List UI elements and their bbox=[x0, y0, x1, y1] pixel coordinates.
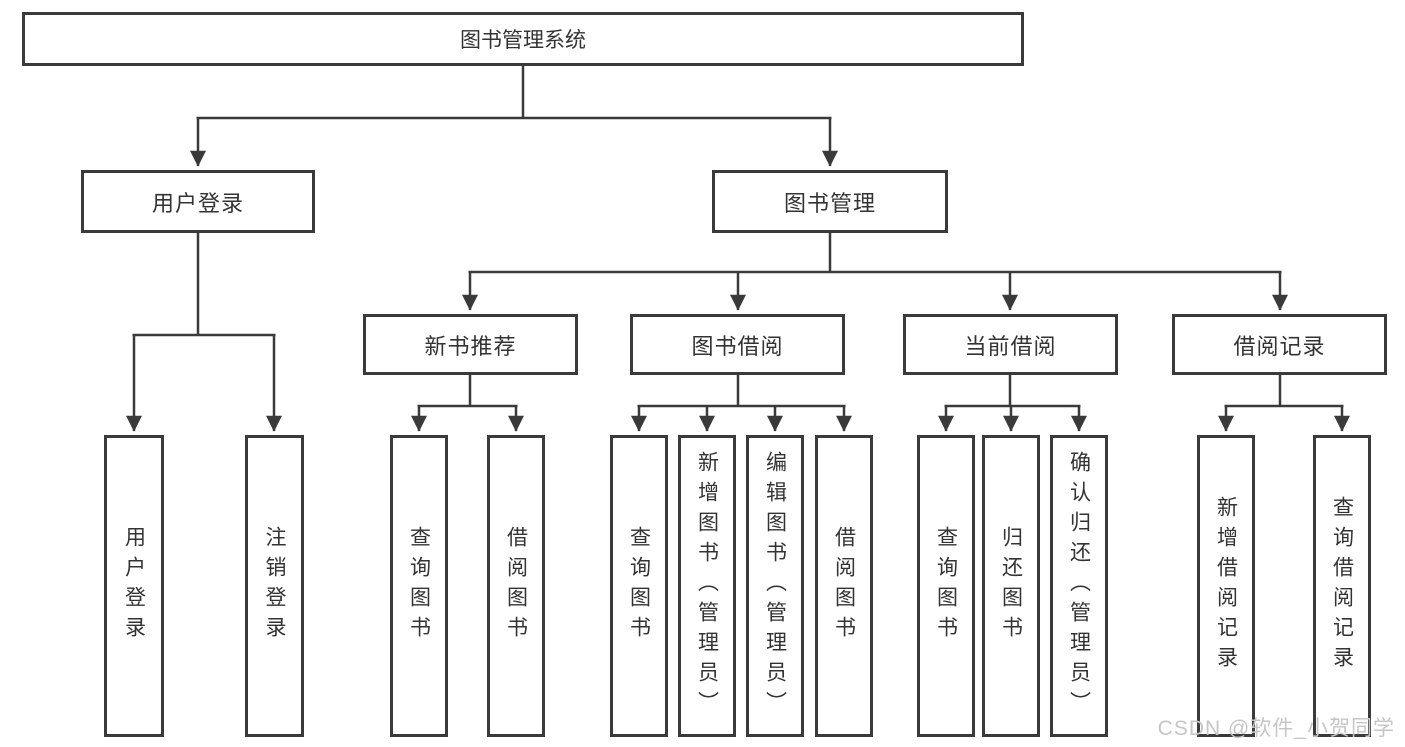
node-label: 借阅图书 bbox=[504, 526, 528, 646]
node-label: 用户登录 bbox=[122, 526, 146, 646]
node-label: 图书管理系统 bbox=[460, 29, 586, 52]
node-label: 图书借阅 bbox=[691, 333, 784, 359]
node-label: 借阅记录 bbox=[1233, 333, 1326, 359]
node-label: 编辑图书（管理员） bbox=[763, 451, 787, 721]
node-label: 查询图书 bbox=[407, 526, 431, 646]
node-library-system: 图书管理系统 bbox=[22, 12, 1024, 66]
node-user-login: 用户登录 bbox=[81, 170, 315, 233]
node-label: 当前借阅 bbox=[964, 333, 1057, 359]
node-label: 新书推荐 bbox=[424, 333, 517, 359]
node-label: 查询图书 bbox=[627, 526, 651, 646]
leaf-borrow-books: 借阅图书 bbox=[815, 435, 873, 737]
node-label: 查询借阅记录 bbox=[1330, 496, 1354, 676]
leaf-add-borrow-record: 新增借阅记录 bbox=[1197, 435, 1255, 737]
node-label: 注销登录 bbox=[263, 526, 286, 646]
leaf-return-books: 归还图书 bbox=[982, 435, 1040, 737]
leaf-logout: 注销登录 bbox=[245, 435, 304, 737]
leaf-borrow-books-recommend: 借阅图书 bbox=[487, 435, 545, 737]
node-borrow-records: 借阅记录 bbox=[1172, 314, 1387, 375]
node-label: 借阅图书 bbox=[832, 526, 856, 646]
leaf-query-books-borrow: 查询图书 bbox=[610, 435, 668, 737]
leaf-query-borrow-record: 查询借阅记录 bbox=[1313, 435, 1371, 737]
leaf-confirm-return-admin: 确认归还（管理员） bbox=[1050, 435, 1108, 737]
node-label: 新增图书（管理员） bbox=[695, 451, 719, 721]
csdn-watermark: CSDN @软件_小贺同学 bbox=[1157, 717, 1395, 740]
node-label: 归还图书 bbox=[999, 526, 1023, 646]
node-label: 确认归还（管理员） bbox=[1067, 451, 1091, 721]
leaf-query-books-recommend: 查询图书 bbox=[390, 435, 448, 737]
node-current-borrow: 当前借阅 bbox=[903, 314, 1118, 375]
node-book-borrow: 图书借阅 bbox=[630, 314, 845, 375]
node-label: 查询图书 bbox=[934, 526, 958, 646]
node-label: 新增借阅记录 bbox=[1214, 496, 1238, 676]
node-label: 图书管理 bbox=[783, 190, 876, 216]
leaf-user-login: 用户登录 bbox=[104, 435, 164, 737]
leaf-edit-books-admin: 编辑图书（管理员） bbox=[746, 435, 804, 737]
node-book-management: 图书管理 bbox=[712, 170, 948, 233]
node-new-book-recommend: 新书推荐 bbox=[363, 314, 578, 375]
leaf-query-books-current: 查询图书 bbox=[917, 435, 975, 737]
leaf-add-books-admin: 新增图书（管理员） bbox=[678, 435, 736, 737]
node-label: 用户登录 bbox=[151, 190, 244, 216]
